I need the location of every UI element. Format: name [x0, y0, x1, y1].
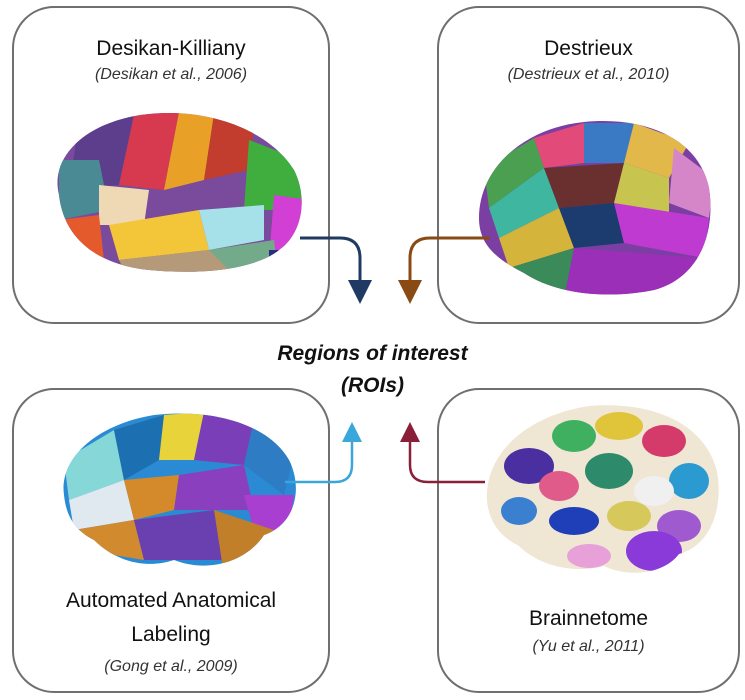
atlas-title: Desikan-Killiany [96, 37, 246, 60]
atlas-citation: (Gong et al., 2009) [104, 658, 238, 675]
atlas-citation: (Destrieux et al., 2010) [507, 66, 670, 83]
rois-label-line1: Regions of interest [277, 342, 468, 365]
atlas-citation: (Desikan et al., 2006) [94, 66, 248, 83]
panel-aal: Automated Anatomical Labeling (Gong et a… [12, 388, 330, 693]
panel-desikan-killiany: Desikan-Killiany (Desikan et al., 2006) [12, 6, 330, 324]
arrow-destrieux [398, 236, 490, 304]
brain-brainnetome-icon [486, 405, 719, 573]
arrow-brainnetome [400, 422, 485, 484]
arrow-aal [285, 422, 362, 484]
brain-aal-icon [63, 413, 296, 566]
atlas-title-line1: Automated Anatomical [65, 589, 277, 612]
arrow-desikan [300, 236, 372, 304]
atlas-title: Brainnetome [528, 607, 649, 630]
panel-destrieux: Destrieux (Destrieux et al., 2010) [437, 6, 740, 324]
atlas-title: Destrieux [544, 37, 633, 60]
panel-brainnetome: Brainnetome (Yu et al., 2011) [437, 388, 740, 693]
atlas-citation: (Yu et al., 2011) [532, 638, 645, 655]
brain-desikan-icon [57, 113, 302, 272]
atlas-title-line2: Labeling [131, 623, 211, 646]
brain-destrieux-icon [479, 121, 711, 295]
rois-label-line2: (ROIs) [341, 374, 404, 397]
